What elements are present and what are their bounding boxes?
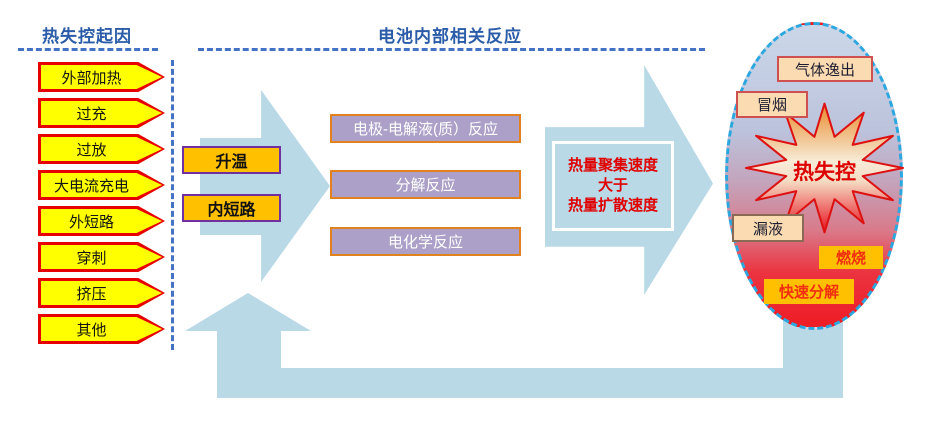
cause-label: 大电流充电	[53, 177, 129, 195]
cause-item: 穿刺	[38, 242, 165, 272]
cause-item: 过充	[38, 98, 165, 128]
state-box-temperature-rise: 升温	[182, 146, 281, 174]
cause-item: 大电流充电	[38, 170, 165, 200]
effect-combustion: 燃烧	[819, 246, 883, 269]
cause-label: 其他	[76, 321, 107, 339]
effect-smoke: 冒烟	[736, 91, 808, 118]
cause-label: 挤压	[76, 285, 107, 303]
left-section-underline	[18, 48, 158, 51]
cause-label: 外部加热	[61, 69, 122, 87]
cause-item: 其他	[38, 314, 165, 344]
effect-rapid-decomposition: 快速分解	[764, 279, 854, 304]
cause-item: 过放	[38, 134, 165, 164]
cause-item: 挤压	[38, 278, 165, 308]
condition-line: 热量扩散速度	[567, 197, 658, 215]
cause-label: 穿刺	[76, 249, 107, 267]
cause-label: 过充	[76, 105, 107, 123]
explosion-burst-shape	[745, 102, 904, 234]
cause-label: 外短路	[68, 213, 114, 231]
reaction-box-decomposition: 分解反应	[330, 170, 521, 199]
center-section-title: 电池内部相关反应	[378, 27, 522, 46]
reaction-box-electrode-electrolyte: 电极-电解液(质）反应	[330, 114, 521, 143]
effect-gas-escape: 气体逸出	[777, 56, 873, 82]
cause-item: 外部加热	[38, 62, 165, 92]
condition-line: 大于	[597, 176, 628, 194]
state-box-internal-short: 内短路	[182, 194, 281, 222]
reaction-box-electrochemical: 电化学反应	[330, 227, 521, 256]
section-divider-line	[171, 60, 174, 350]
cause-label: 过放	[76, 141, 107, 159]
cause-item: 外短路	[38, 206, 165, 236]
effect-leakage: 漏液	[732, 214, 804, 242]
left-section-title: 热失控起因	[42, 27, 132, 46]
thermal-runaway-label: 热失控	[793, 161, 856, 184]
condition-box: 热量聚集速度 大于 热量扩散速度	[552, 141, 674, 231]
condition-line: 热量聚集速度	[567, 156, 658, 174]
center-section-underline	[198, 48, 705, 51]
